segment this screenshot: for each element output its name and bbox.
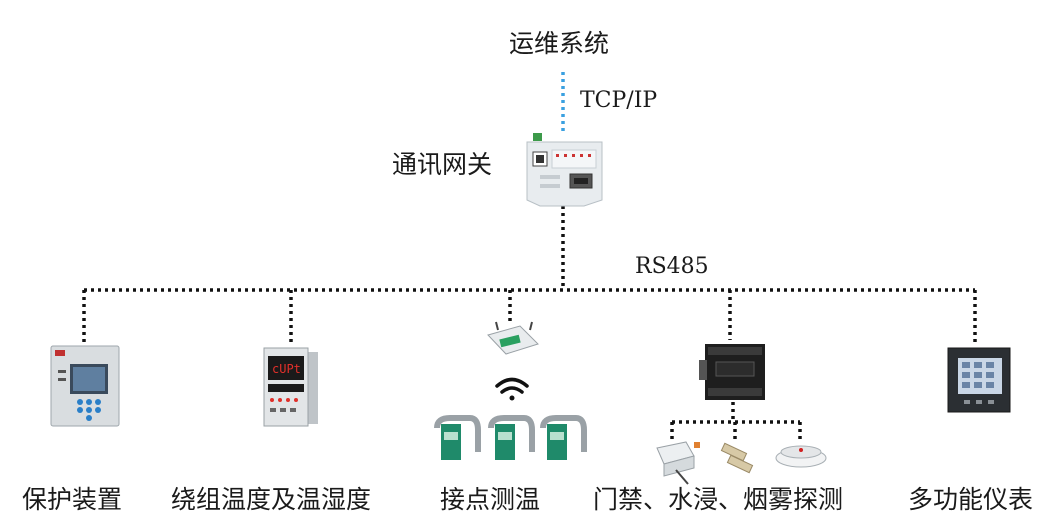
rs485-label: RS485 (635, 254, 709, 279)
temperature-sensor (434, 415, 481, 460)
temperature-sensors (434, 415, 587, 460)
temperature-controller: cUPt (263, 347, 318, 427)
gateway-device (526, 133, 603, 207)
temperature-sensor (540, 415, 587, 460)
temperature-sensor (488, 415, 535, 460)
system-label: 运维系统 (509, 29, 610, 58)
io-controller (699, 344, 765, 400)
tcp-ip-label: TCP/IP (580, 88, 658, 113)
wifi-icon (495, 377, 529, 401)
device-label-meter: 多功能仪表 (908, 485, 1034, 514)
gateway-label: 通讯网关 (392, 150, 493, 179)
water-sensor (656, 441, 700, 485)
protection-relay (50, 345, 120, 427)
multifunction-meter (947, 347, 1011, 413)
wireless-receiver (487, 321, 539, 355)
device-label-winding-temp: 绕组温度及温湿度 (171, 485, 372, 514)
device-label-contact-temp: 接点测温 (440, 485, 541, 514)
door-sensor (720, 442, 754, 474)
device-label-protection: 保护装置 (22, 485, 123, 514)
device-label-env-detect: 门禁、水浸、烟雾探测 (593, 485, 844, 514)
svg-text:cUPt: cUPt (272, 362, 301, 376)
smoke-detector (775, 445, 827, 468)
